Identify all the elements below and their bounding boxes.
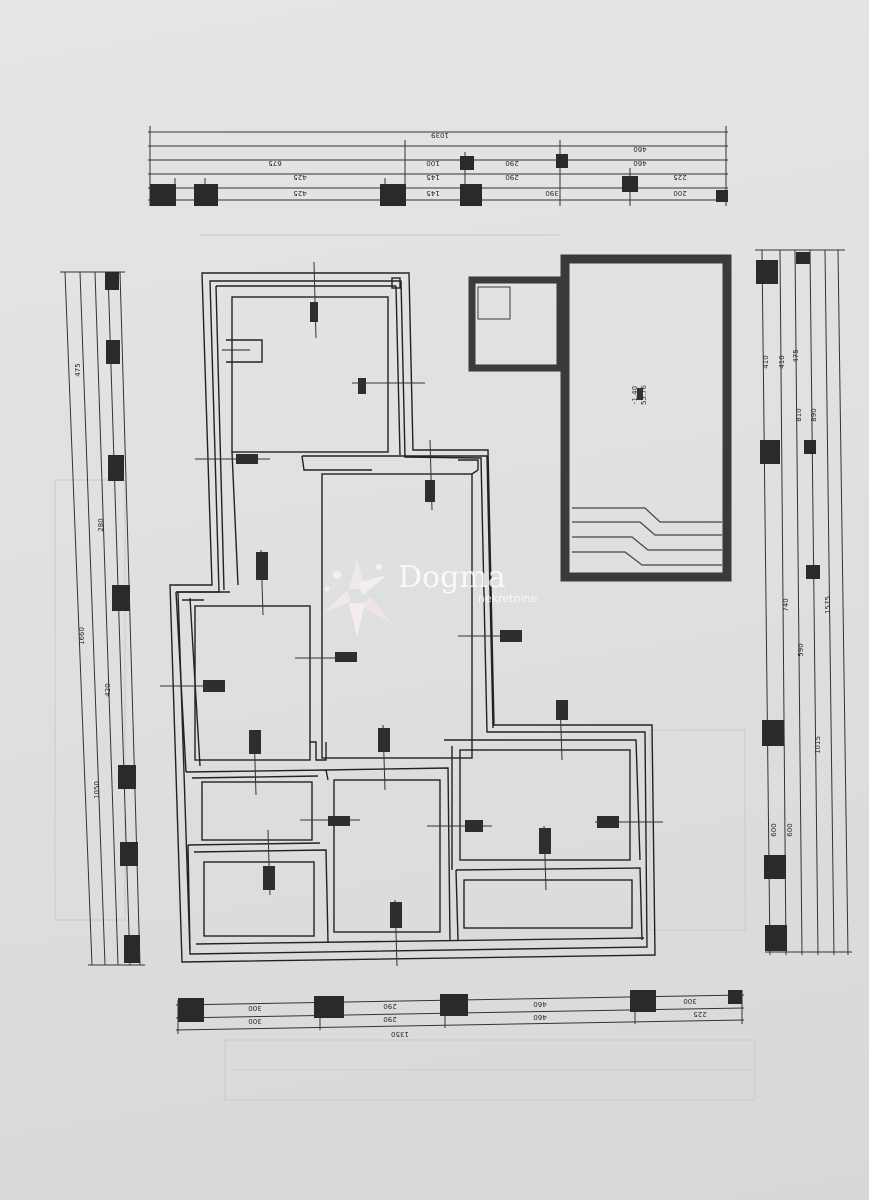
room-tag-marks <box>203 302 619 928</box>
bottom-dim-row1-c: 460 <box>533 1000 546 1008</box>
top-dim-row3-b: 100 <box>426 159 439 167</box>
top-dim-row4-a: 425 <box>293 173 306 181</box>
pool-annex-shaft <box>477 286 511 320</box>
left-room-divider <box>310 741 327 761</box>
right-room-walls <box>444 739 641 870</box>
bottom-left-walls <box>187 842 329 951</box>
top-dim-row3-d: 460 <box>633 159 646 167</box>
watermark: Dogma nekretnine <box>323 559 537 637</box>
room-bottom-middle <box>333 779 441 933</box>
pool-area-label: 55.76 <box>640 384 648 405</box>
pool-level-marker <box>637 388 643 400</box>
bottom-dim-row1-d: 300 <box>683 997 696 1005</box>
top-dim-row5-a: 425 <box>293 189 306 197</box>
left-room-walls <box>175 591 230 773</box>
bottom-inner <box>195 937 645 945</box>
watermark-brand: Dogma <box>398 560 506 595</box>
right-dim-seg-3: 475 <box>792 349 800 362</box>
right-dim-seg-6: 740 <box>782 598 790 611</box>
room-top-corner-box <box>391 277 401 289</box>
room-top <box>231 296 389 453</box>
bottom-dim-row1-b: 290 <box>383 1002 396 1010</box>
room-living <box>321 473 473 759</box>
left-dimension-labels: 1660 475 280 420 1050 <box>74 363 112 799</box>
bottom-dim-row2-c: 460 <box>533 1013 546 1021</box>
top-dim-row2-b: 460 <box>633 145 646 153</box>
bottom-dimension-labels: 300 290 460 300 300 290 460 225 1350 <box>248 997 706 1038</box>
right-dim-seg-4: 810 <box>795 408 803 421</box>
bottom-dim-row2-d: 225 <box>693 1010 706 1018</box>
right-dim-seg-8: 1015 <box>814 736 822 754</box>
bottom-dim-row1-a: 300 <box>248 1004 261 1012</box>
outer-wall-inner <box>177 280 648 955</box>
ghost-lines <box>54 234 756 1101</box>
right-dimension-block <box>755 249 852 956</box>
top-dim-row5-b: 145 <box>426 189 439 197</box>
watermark-logo <box>323 559 393 637</box>
bath-walls <box>185 769 329 781</box>
top-dimension-ticks <box>150 154 728 206</box>
room-right-bottom <box>463 879 633 929</box>
corridor-left <box>231 451 239 586</box>
top-dimension-labels: 1039 675 460 100 290 460 425 145 290 225… <box>268 131 686 197</box>
bottom-dimension-ticks <box>178 990 742 1022</box>
top-dim-row4-d: 225 <box>673 173 686 181</box>
room-bottom-left <box>203 861 315 937</box>
right-dimension-labels: 1575 410 410 475 810 890 740 590 1015 60… <box>762 349 832 836</box>
right-dim-seg-7: 590 <box>797 643 805 656</box>
left-dim-seg-1: 475 <box>74 363 82 376</box>
top-dim-overall: 1039 <box>431 131 449 139</box>
right-dim-seg-5: 890 <box>810 408 818 421</box>
top-dim-row5-d: 200 <box>673 189 686 197</box>
top-dim-row4-b: 145 <box>426 173 439 181</box>
room-top-walls <box>215 285 401 591</box>
top-dim-row3-a: 675 <box>268 159 281 167</box>
bottom-dim-row2-a: 300 <box>248 1017 261 1025</box>
left-dim-overall: 1660 <box>78 627 86 645</box>
house-walls <box>169 272 656 963</box>
top-dim-row3-c: 290 <box>505 159 518 167</box>
watermark-subtitle: nekretnine <box>478 592 537 605</box>
left-room-inner <box>189 597 201 767</box>
right-dim-seg-2: 410 <box>778 355 786 368</box>
right-dim-seg-9: 600 <box>770 823 778 836</box>
right-dim-overall: 1575 <box>824 596 832 614</box>
left-dim-seg-3: 420 <box>104 683 112 696</box>
left-dim-seg-2: 280 <box>97 518 105 531</box>
living-right-wall <box>471 469 479 475</box>
living-return <box>301 455 479 471</box>
room-bath <box>201 781 313 841</box>
pool-steps <box>572 507 722 566</box>
bottom-dim-overall: 1350 <box>391 1030 409 1038</box>
right-dimension-ticks <box>756 252 820 951</box>
room-top-nook <box>226 339 263 363</box>
pool-level-label: -1.40 <box>631 386 639 404</box>
pool-annex-wall <box>468 276 564 372</box>
right-bottom-walls <box>455 867 643 941</box>
pool-outer-wall <box>560 254 732 582</box>
right-dim-seg-10: 600 <box>786 823 794 836</box>
left-dimension-ticks <box>105 272 140 963</box>
top-dim-row5-c: 390 <box>545 189 558 197</box>
bottom-dim-row2-b: 290 <box>383 1015 396 1023</box>
right-dim-seg-1: 410 <box>762 355 770 368</box>
left-dim-seg-4: 1050 <box>93 781 101 799</box>
living-outer <box>302 455 494 729</box>
top-dim-row4-c: 290 <box>505 173 518 181</box>
left-dimension-block <box>60 271 145 966</box>
outer-wall-line <box>169 272 656 963</box>
pool: -1.40 55.76 <box>468 254 732 582</box>
bottom-mid-walls <box>325 767 451 941</box>
